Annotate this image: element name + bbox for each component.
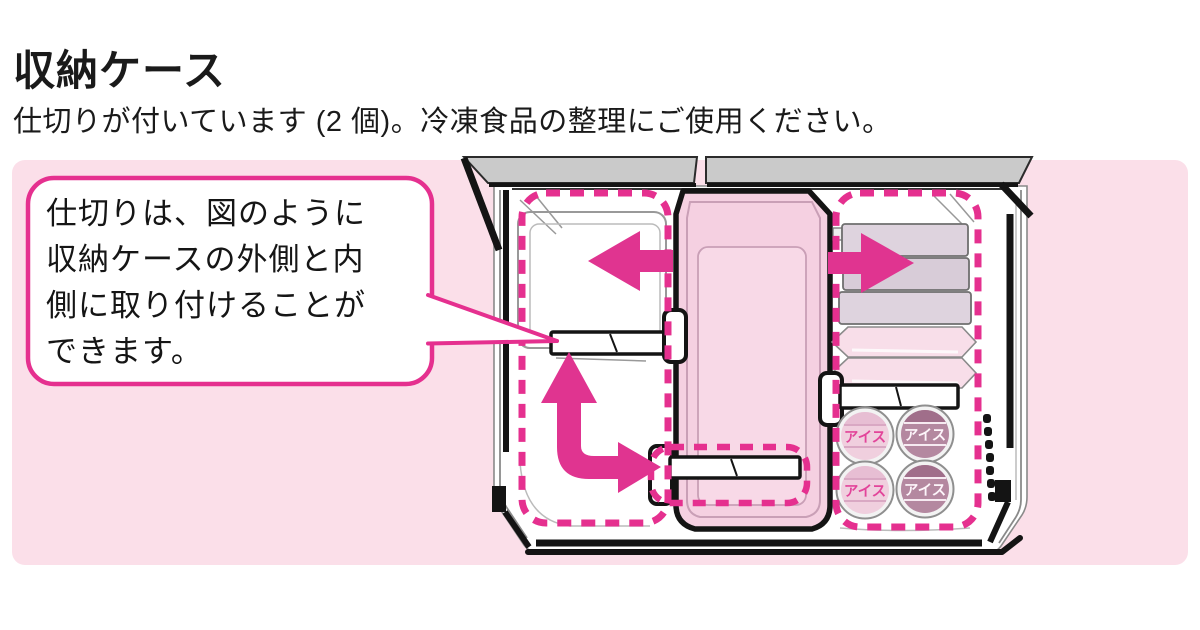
placement-area-left [518,189,672,527]
ice-cup: アイス [835,460,895,520]
arrow-up-bend [541,352,661,493]
ice-cup: アイス [895,459,955,519]
callout-line: 収納ケースの外側と内 [46,242,364,277]
placement-area-inside [647,443,811,507]
ice-cup-label: アイス [844,430,886,446]
arrow-right [828,233,914,293]
arrows [541,231,914,493]
placement-area-right [832,189,982,531]
ice-cup-label: アイス [904,428,946,444]
rail-notches [983,414,996,501]
ice-cups: アイス アイス アイス アイス [835,404,955,520]
ice-cup-label: アイス [844,484,886,500]
ice-cup: アイス [835,406,895,466]
food-pouches [830,326,978,389]
callout-line: 仕切りは、図のように [46,196,366,231]
placement-areas [518,189,982,531]
page-subtitle: 仕切りが付いています (2 個)。冷凍食品の整理にご使用ください。 [13,106,892,138]
page-title: 収納ケース [13,47,226,94]
ice-cup-label: アイス [904,483,946,499]
frame-columns [460,156,1034,252]
shelf-front [461,156,1034,187]
callout-bubble: 仕切りは、図のように 収納ケースの外側と内 側に取り付けることが できます。 [25,175,559,387]
food-box [838,291,972,325]
callout-line: 側に取り付けることが [46,288,366,323]
arrow-left [588,231,673,291]
callout-line: できます。 [46,334,203,369]
ice-cup: アイス [895,404,955,464]
food-box [841,223,969,257]
